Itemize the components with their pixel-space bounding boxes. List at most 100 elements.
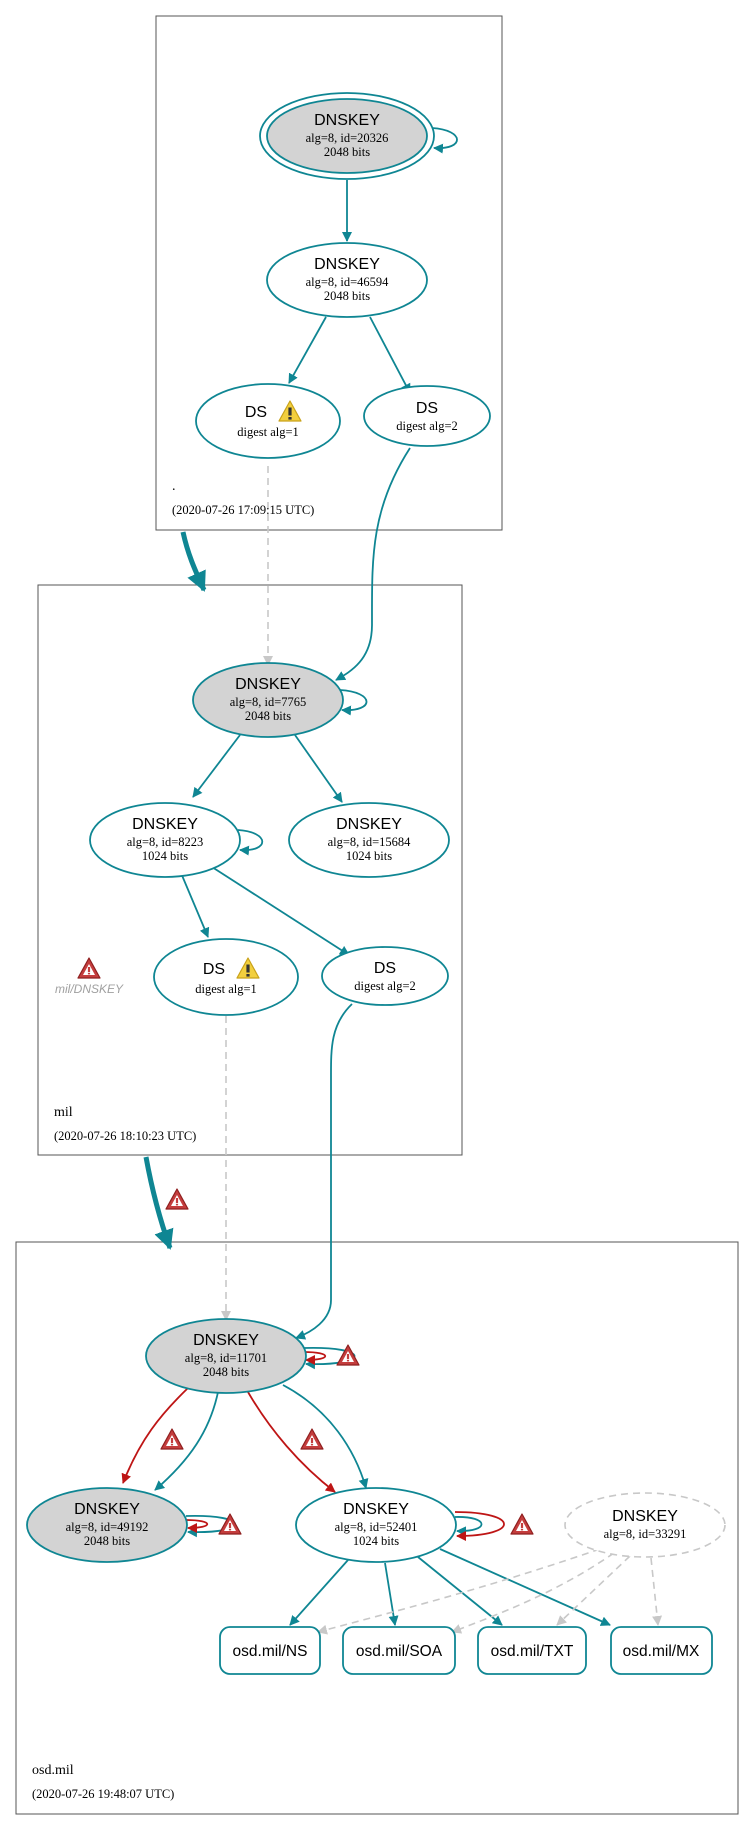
mil-ds2-node[interactable]: DS digest alg=2: [321, 946, 449, 1006]
edge-33291-to-txt: [556, 1555, 631, 1626]
osd-dnskey-49192-node[interactable]: DNSKEY alg=8, id=49192 2048 bits: [26, 1487, 188, 1563]
root-ds1-digest: digest alg=1: [237, 425, 299, 439]
mil-ds2-digest: digest alg=2: [354, 979, 416, 993]
edge-root-ds2-to-mil-ksk: [335, 447, 411, 681]
root-ds1-title: DS: [245, 404, 267, 421]
edge-mil-ksk-to-zsk1: [192, 734, 241, 798]
root-ds2-title: DS: [416, 400, 438, 417]
mil-dnskey-error-icon: [77, 957, 101, 979]
edge-52401-to-ns: [289, 1559, 349, 1626]
edge-osd-ksk-self-invalid: [303, 1351, 327, 1365]
rrset-txt[interactable]: osd.mil/TXT: [477, 1626, 587, 1675]
mil-zsk1-alg: alg=8, id=8223: [127, 835, 204, 849]
rrset-mx[interactable]: osd.mil/MX: [610, 1626, 713, 1675]
root-zsk-node[interactable]: DNSKEY alg=8, id=46594 2048 bits: [266, 242, 428, 318]
edge-mil-ds2-to-osd-ksk: [295, 1003, 353, 1340]
mil-ds2-title: DS: [374, 960, 396, 977]
osd-ksk-title: DNSKEY: [193, 1332, 259, 1349]
mil-zsk1-bits: 1024 bits: [142, 849, 188, 863]
edge-52401-to-txt: [417, 1556, 503, 1626]
mil-ds1-digest: digest alg=1: [195, 982, 257, 996]
osd-ksk-node[interactable]: DNSKEY alg=8, id=11701 2048 bits: [145, 1318, 307, 1394]
rrset-mx-label: osd.mil/MX: [623, 1643, 700, 1660]
rrset-soa-label: osd.mil/SOA: [356, 1643, 443, 1660]
edge-osd-52401-self-invalid: [454, 1511, 505, 1541]
mil-ksk-bits: 2048 bits: [245, 709, 291, 723]
root-ksk-alg: alg=8, id=20326: [306, 131, 389, 145]
edge-osd-ksk-to-52401-invalid: [247, 1391, 336, 1493]
delegation-error-icon: [165, 1188, 189, 1210]
root-zsk-title: DNSKEY: [314, 256, 380, 273]
zone-osd-frame: [15, 1241, 739, 1815]
rrset-ns[interactable]: osd.mil/NS: [219, 1626, 321, 1675]
root-ds2-digest: digest alg=2: [396, 419, 458, 433]
edge-root-zsk-to-ds2: [369, 316, 411, 394]
osd-49192-alg: alg=8, id=49192: [66, 1520, 149, 1534]
zone-osd-timestamp: (2020-07-26 19:48:07 UTC): [32, 1787, 174, 1801]
osd-33291-title: DNSKEY: [612, 1508, 678, 1525]
rrset-ns-label: osd.mil/NS: [233, 1643, 308, 1660]
mil-zsk2-bits: 1024 bits: [346, 849, 392, 863]
osd-52401-alg: alg=8, id=52401: [335, 1520, 418, 1534]
edge-osd-52401-self-valid: [454, 1516, 483, 1537]
root-zsk-bits: 2048 bits: [324, 289, 370, 303]
osd-ksk-self-error-icon: [336, 1344, 360, 1366]
osd-49192-self-error-icon: [218, 1513, 242, 1535]
edge-root-ksk-self: [431, 127, 458, 154]
mil-dnskey-warning-label: mil/DNSKEY: [55, 982, 124, 996]
edge-mil-zsk1-self: [237, 829, 264, 856]
zone-root-frame: [155, 15, 503, 531]
root-zsk-alg: alg=8, id=46594: [306, 275, 390, 289]
mil-zsk1-title: DNSKEY: [132, 816, 198, 833]
edge-osd-ksk-to-49192-valid: [154, 1391, 219, 1491]
mil-ksk-alg: alg=8, id=7765: [230, 695, 307, 709]
rrset-txt-label: osd.mil/TXT: [491, 1643, 574, 1660]
osd-52401-title: DNSKEY: [343, 1501, 409, 1518]
osd-ksk-bits: 2048 bits: [203, 1365, 249, 1379]
zone-root-timestamp: (2020-07-26 17:09:15 UTC): [172, 503, 314, 517]
edge-33291-to-soa: [451, 1552, 615, 1634]
mil-zsk2-alg: alg=8, id=15684: [328, 835, 412, 849]
osd-52401-bits: 1024 bits: [353, 1534, 399, 1548]
osd-edge-52401-error-icon: [300, 1428, 324, 1450]
osd-dnskey-52401-node[interactable]: DNSKEY alg=8, id=52401 1024 bits: [295, 1487, 457, 1563]
edge-mil-ksk-self: [339, 689, 368, 716]
mil-zsk2-node[interactable]: DNSKEY alg=8, id=15684 1024 bits: [288, 802, 450, 878]
mil-ds1-node[interactable]: DS digest alg=1: [153, 938, 299, 1016]
edge-osd-ksk-to-49192-invalid: [121, 1387, 189, 1484]
osd-edge-49192-error-icon: [160, 1428, 184, 1450]
root-ds1-node[interactable]: DS digest alg=1: [195, 383, 341, 459]
edge-52401-to-soa: [384, 1562, 399, 1626]
mil-ksk-title: DNSKEY: [235, 676, 301, 693]
edge-mil-ksk-to-zsk2: [294, 734, 343, 803]
edge-mil-zsk1-to-ds1: [180, 872, 210, 938]
zone-root-name: .: [172, 479, 176, 494]
edge-33291-to-ns: [317, 1548, 601, 1635]
edge-root-zsk-to-ds1: [288, 316, 327, 384]
mil-zsk2-title: DNSKEY: [336, 816, 402, 833]
zone-mil-timestamp: (2020-07-26 18:10:23 UTC): [54, 1129, 196, 1143]
osd-49192-title: DNSKEY: [74, 1501, 140, 1518]
root-ksk-node[interactable]: DNSKEY alg=8, id=20326 2048 bits: [259, 92, 435, 180]
delegation-mil-to-osd: [143, 1156, 174, 1250]
osd-52401-self-error-icon: [510, 1513, 534, 1535]
edge-33291-to-mx: [650, 1557, 663, 1626]
osd-dnskey-33291-node[interactable]: DNSKEY alg=8, id=33291: [564, 1492, 726, 1558]
zone-mil-frame: [37, 584, 463, 1156]
mil-zsk1-node[interactable]: DNSKEY alg=8, id=8223 1024 bits: [89, 802, 241, 878]
root-ds2-node[interactable]: DS digest alg=2: [363, 385, 491, 447]
edge-osd-49192-self-invalid: [185, 1519, 209, 1533]
root-ksk-bits: 2048 bits: [324, 145, 370, 159]
mil-dnskey-warning[interactable]: mil/DNSKEY: [55, 957, 124, 996]
edge-52401-to-mx: [439, 1548, 611, 1626]
mil-ksk-node[interactable]: DNSKEY alg=8, id=7765 2048 bits: [192, 662, 344, 738]
rrset-soa[interactable]: osd.mil/SOA: [342, 1626, 456, 1675]
osd-49192-bits: 2048 bits: [84, 1534, 130, 1548]
edge-mil-zsk1-to-ds2: [211, 866, 350, 956]
zone-mil-name: mil: [54, 1105, 73, 1120]
delegation-root-to-mil: [180, 531, 207, 592]
edge-osd-ksk-to-52401-valid: [282, 1384, 369, 1489]
osd-ksk-alg: alg=8, id=11701: [185, 1351, 267, 1365]
osd-33291-alg: alg=8, id=33291: [604, 1527, 687, 1541]
